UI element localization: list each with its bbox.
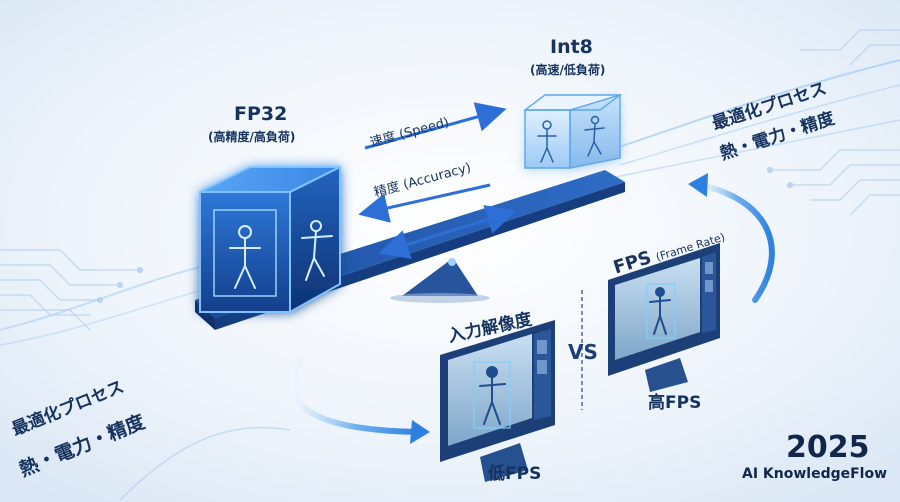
brand-year: 2025 — [786, 430, 870, 465]
high-fps-person-icon — [649, 287, 671, 335]
brand-name: AI KnowledgeFlow — [742, 466, 888, 482]
low-fps-monitor-stand — [480, 443, 528, 482]
fp32-cube — [200, 167, 340, 312]
vs-label: VS — [568, 340, 598, 364]
high-fps-monitor-stand — [645, 358, 688, 392]
int8-cube-outline — [522, 94, 623, 169]
flow-arrowhead-right — [688, 173, 708, 197]
high-fps-label: 高FPS — [648, 393, 702, 413]
int8-title: Int8 — [550, 36, 593, 58]
human-pose-icon — [229, 225, 261, 289]
fp32-title: FP32 — [234, 103, 288, 125]
high-fps-monitor — [608, 243, 720, 392]
accuracy-arrow — [358, 183, 491, 223]
skeleton-icon — [301, 220, 333, 281]
int8-subtitle: (高速/低負荷) — [530, 63, 606, 77]
low-fps-label: 低FPS — [488, 464, 542, 484]
speed-arrow — [364, 102, 507, 150]
balance-arrow-left — [378, 212, 506, 259]
low-fps-monitor-screen — [448, 334, 532, 446]
circuit-traces-left — [0, 249, 144, 331]
flow-arrow-right — [697, 182, 775, 303]
data-streams — [0, 59, 900, 501]
flow-arrow-left — [290, 357, 423, 435]
fp32-cube-top — [200, 167, 340, 192]
flow-arrowhead-left — [410, 420, 430, 444]
high-fps-monitor-screen — [615, 258, 700, 360]
low-fps-monitor — [440, 320, 555, 482]
circuit-traces-right — [766, 29, 900, 216]
low-fps-person-icon — [479, 366, 506, 425]
fp32-cube-outline — [199, 165, 341, 314]
seesaw-pivot — [402, 258, 478, 296]
fp32-subtitle: (高精度/高負荷) — [208, 130, 296, 144]
int8-human-pose-icon — [537, 115, 605, 163]
